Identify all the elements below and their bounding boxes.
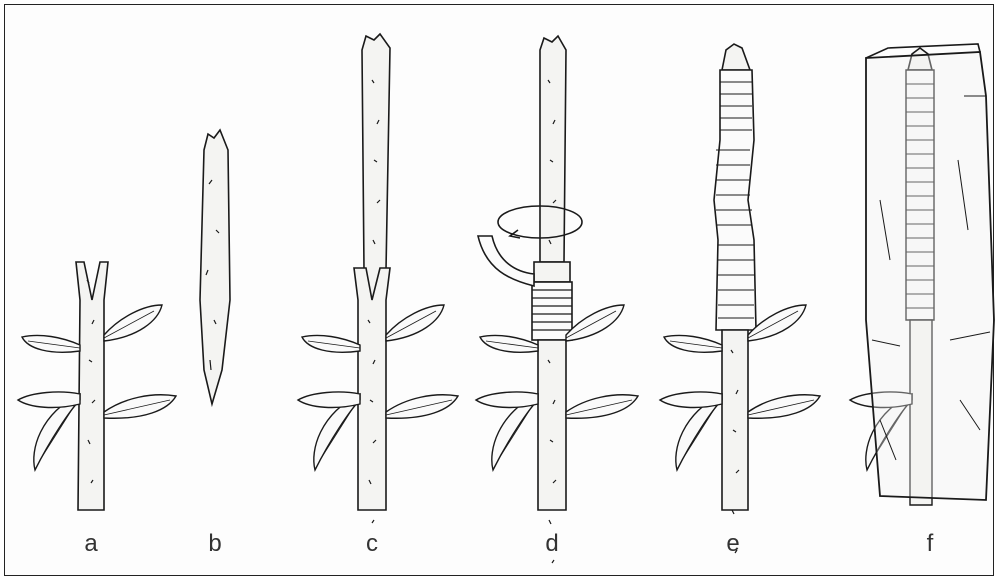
panel-label-f: f <box>910 530 950 558</box>
panel-d-wrapping <box>476 36 638 563</box>
panel-label-c: c <box>352 530 392 558</box>
panel-a-rootstock <box>18 262 176 510</box>
panel-label-e: e <box>713 530 753 558</box>
tape-strip <box>478 236 534 286</box>
tape-wrap-e <box>714 70 756 330</box>
panel-b-scion <box>200 130 230 404</box>
panel-f-bagged <box>850 44 994 505</box>
panel-label-a: a <box>71 530 111 558</box>
panel-label-b: b <box>195 530 235 558</box>
panel-e-fully-wrapped <box>660 44 820 553</box>
panel-label-d: d <box>532 530 572 558</box>
tape-bands-d <box>532 282 572 340</box>
panel-c-inserted-scion <box>298 34 458 523</box>
